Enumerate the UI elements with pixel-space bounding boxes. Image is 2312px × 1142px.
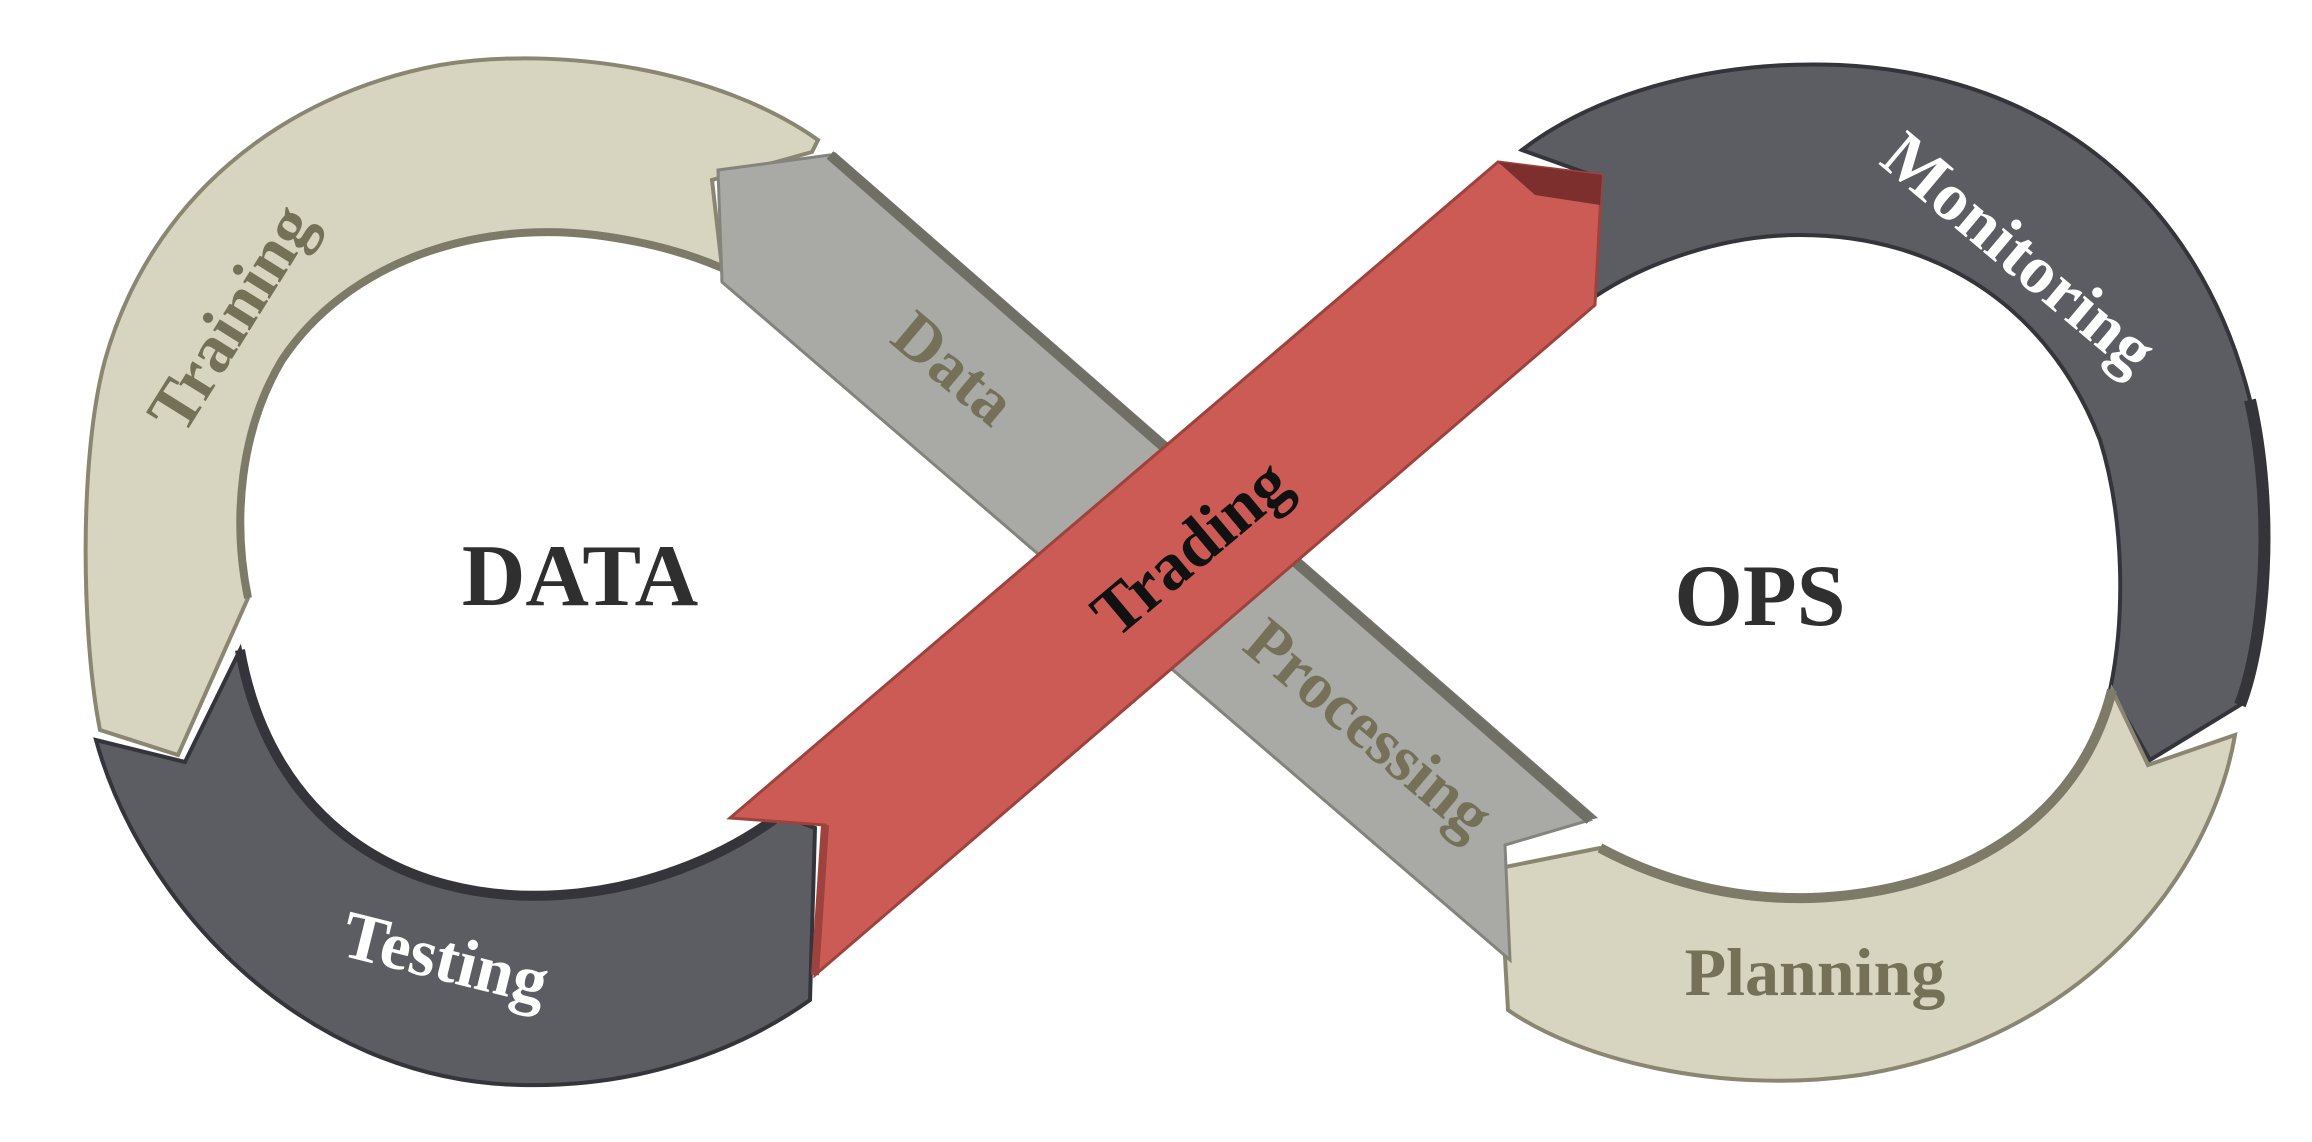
segment-training bbox=[83, 56, 821, 758]
segment-planning bbox=[1497, 684, 2238, 1083]
segment-trading bbox=[726, 160, 1604, 979]
hub-label-data: DATA bbox=[462, 528, 698, 625]
training-arc-inner-edge bbox=[236, 228, 724, 599]
trading-band-edge bbox=[811, 824, 829, 976]
segment-testing bbox=[93, 643, 818, 1088]
label-planning: Planning bbox=[1685, 934, 1946, 1010]
monitoring-arc-inner-edge bbox=[2234, 398, 2271, 708]
testing-arc bbox=[93, 643, 818, 1088]
planning-arc-inner-edge bbox=[1597, 688, 2117, 904]
segment-monitoring bbox=[1517, 62, 2271, 763]
hub-label-ops: OPS bbox=[1674, 548, 1845, 645]
planning-arc bbox=[1497, 684, 2238, 1083]
testing-arc-inner-edge bbox=[235, 649, 783, 901]
trading-band-tip-shadow bbox=[1498, 162, 1602, 205]
